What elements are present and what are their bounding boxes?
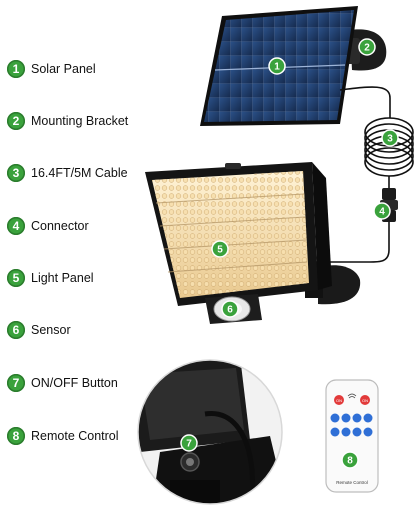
svg-text:6: 6 (227, 305, 233, 316)
remote-control: ON ON Remote Control (325, 379, 379, 493)
svg-text:3: 3 (387, 134, 393, 145)
legend-item-connector: 4 Connector (7, 217, 89, 235)
legend-label: 16.4FT/5M Cable (31, 166, 128, 180)
callout-5: 5 (211, 240, 229, 258)
legend-badge: 4 (7, 217, 25, 235)
remote-button-red-right (360, 395, 370, 405)
legend-badge: 2 (7, 112, 25, 130)
legend-item-on-off-button: 7 ON/OFF Button (7, 374, 118, 392)
svg-text:1: 1 (274, 62, 280, 73)
callout-6: 6 (221, 300, 239, 318)
remote-button-red-left (334, 395, 344, 405)
legend-item-sensor: 6 Sensor (7, 321, 71, 339)
legend-badge: 5 (7, 269, 25, 287)
legend-item-cable: 3 16.4FT/5M Cable (7, 164, 128, 182)
remote-btn-left-label: ON (336, 398, 342, 403)
legend-item-solar-panel: 1 Solar Panel (7, 60, 96, 78)
legend-item-light-panel: 5 Light Panel (7, 269, 94, 287)
legend-item-mounting-bracket: 2 Mounting Bracket (7, 112, 128, 130)
legend-label: ON/OFF Button (31, 376, 118, 390)
wifi-icon (347, 393, 357, 399)
legend-badge: 3 (7, 164, 25, 182)
legend-badge: 8 (7, 427, 25, 445)
legend-badge: 1 (7, 60, 25, 78)
svg-text:8: 8 (347, 456, 353, 467)
legend-label: Connector (31, 219, 89, 233)
svg-text:2: 2 (364, 43, 370, 54)
callout-8: 8 (341, 451, 359, 469)
svg-text:5: 5 (217, 245, 223, 256)
callout-4: 4 (373, 202, 391, 220)
callout-7: 7 (180, 434, 198, 452)
legend-label: Sensor (31, 323, 71, 337)
legend-label: Light Panel (31, 271, 94, 285)
remote-btn-right-label: ON (362, 398, 368, 403)
legend-item-remote-control: 8 Remote Control (7, 427, 119, 445)
svg-text:4: 4 (379, 207, 385, 218)
legend-label: Remote Control (31, 429, 119, 443)
svg-text:7: 7 (186, 439, 192, 450)
legend-badge: 6 (7, 321, 25, 339)
callout-3: 3 (381, 129, 399, 147)
legend-badge: 7 (7, 374, 25, 392)
legend-label: Mounting Bracket (31, 114, 129, 128)
light-panel (145, 162, 332, 306)
cable (315, 86, 414, 263)
callout-2: 2 (358, 38, 376, 56)
callout-1: 1 (268, 57, 286, 75)
legend-label: Solar Panel (31, 62, 96, 76)
remote-caption: Remote Control (336, 480, 368, 485)
on-off-button-closeup (138, 360, 282, 504)
